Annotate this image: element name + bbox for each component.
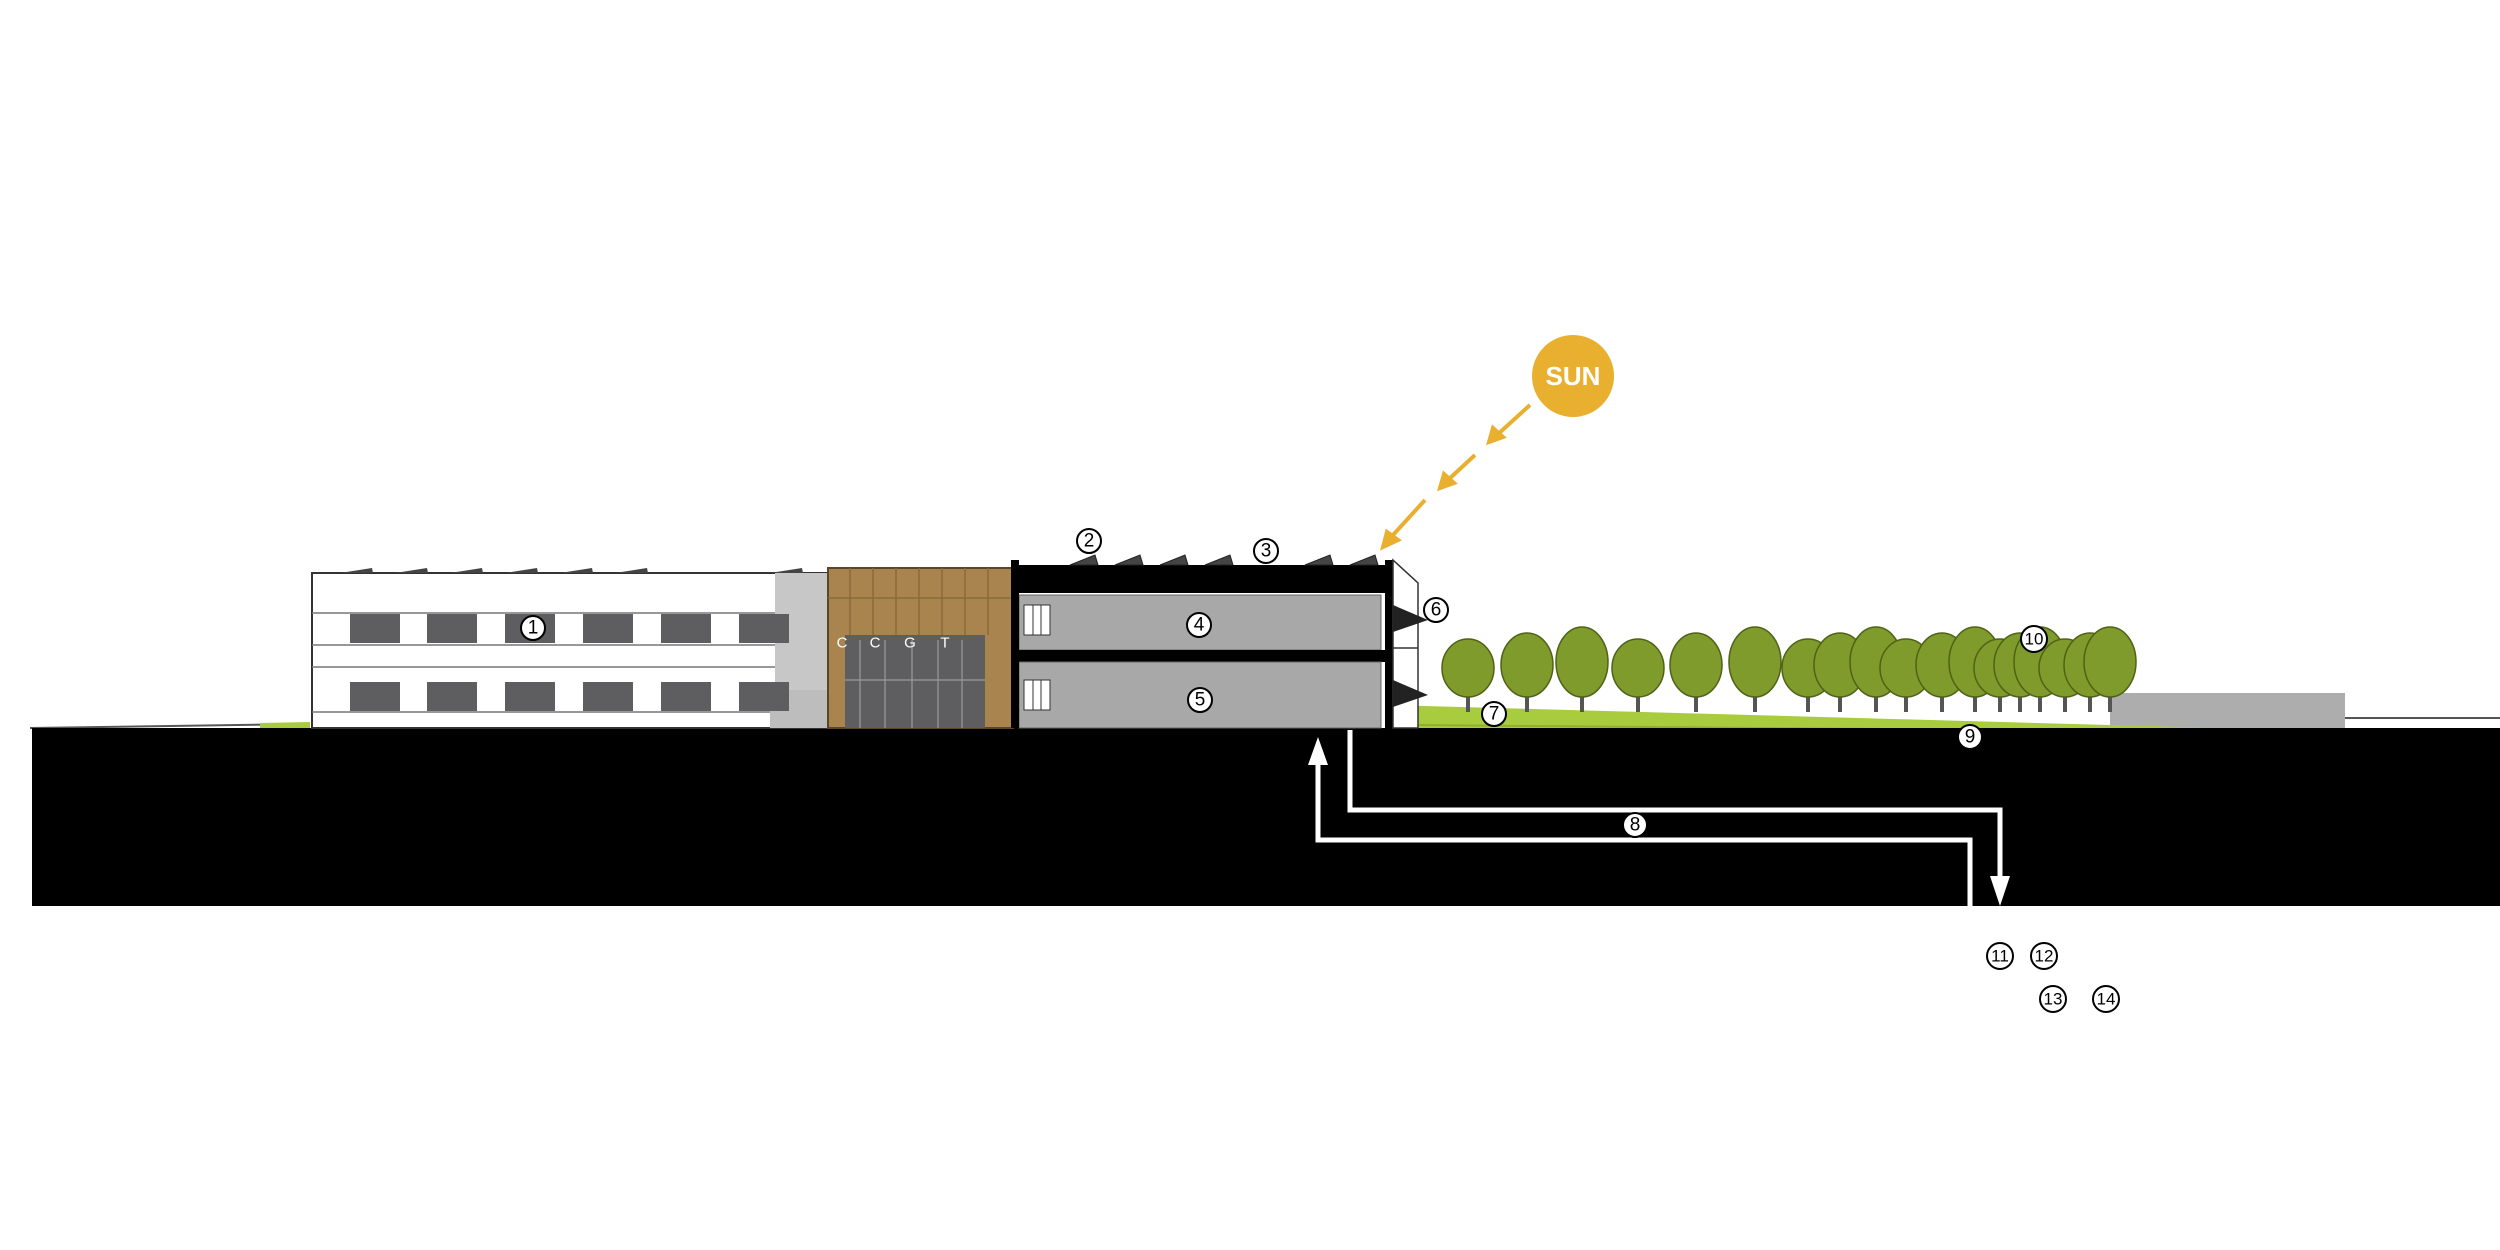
- facade-letter: C: [837, 635, 848, 652]
- tree-row: [1441, 626, 2137, 712]
- loop-pipe-outer: [1315, 760, 1973, 906]
- callout-number: 9: [1965, 727, 1976, 748]
- callout-5: 5: [1187, 687, 1213, 713]
- facade-lettering: C C G T: [837, 635, 950, 652]
- callout-10: 10: [2020, 625, 2048, 653]
- white-building: [311, 568, 829, 729]
- callouts: 1 2 3 4 5 6 7 8: [520, 528, 2120, 1013]
- callout-9: 9: [1957, 724, 1983, 750]
- callout-13: 13: [2039, 985, 2067, 1013]
- callout-number: 13: [2044, 990, 2063, 1009]
- tree: [1728, 626, 1782, 712]
- callout-number: 1: [528, 618, 539, 639]
- callout-12: 12: [2030, 942, 2058, 970]
- callout-number: 11: [1991, 947, 2009, 966]
- callout-1: 1: [520, 615, 546, 641]
- sun: SUN: [1379, 335, 1614, 551]
- callout-7: 7: [1481, 701, 1507, 727]
- callout-14: 14: [2092, 985, 2120, 1013]
- callout-6: 6: [1423, 597, 1449, 623]
- tree: [1555, 626, 1609, 712]
- callout-number: 6: [1431, 600, 1442, 621]
- loop-pipe-inner: [1347, 730, 2003, 880]
- sectioned-building: [1011, 554, 1428, 729]
- facade-letter: T: [940, 635, 949, 652]
- tree: [1500, 632, 1554, 712]
- down-arrow-icon: [1990, 876, 2010, 906]
- callout-number: 10: [2025, 630, 2044, 649]
- tree: [1611, 638, 1665, 712]
- tree: [2083, 626, 2137, 712]
- callout-4: 4: [1186, 612, 1212, 638]
- sun-label: SUN: [1546, 361, 1601, 391]
- facade-letter: G: [904, 635, 916, 652]
- tree: [1441, 638, 1495, 712]
- sun-icon: [1532, 335, 1614, 417]
- up-arrow-icon: [1308, 737, 1328, 765]
- timber-entrance: C C G T: [827, 567, 1014, 729]
- callout-3: 3: [1253, 538, 1279, 564]
- geothermal-loop: [1308, 730, 2010, 906]
- tree: [1669, 632, 1723, 712]
- callout-number: 14: [2097, 990, 2116, 1009]
- callout-number: 3: [1261, 541, 1272, 562]
- callout-number: 7: [1489, 704, 1500, 725]
- callout-number: 4: [1194, 615, 1205, 636]
- callout-number: 8: [1630, 815, 1641, 836]
- ground-section: [32, 728, 2500, 906]
- callout-number: 12: [2035, 947, 2054, 966]
- callout-11: 11: [1986, 942, 2014, 970]
- callout-number: 2: [1084, 531, 1095, 552]
- callout-2: 2: [1076, 528, 1102, 554]
- sunlight-ray: [1379, 403, 1532, 551]
- callout-number: 5: [1195, 690, 1206, 711]
- callout-8: 8: [1622, 812, 1648, 838]
- facade-letter: C: [870, 635, 881, 652]
